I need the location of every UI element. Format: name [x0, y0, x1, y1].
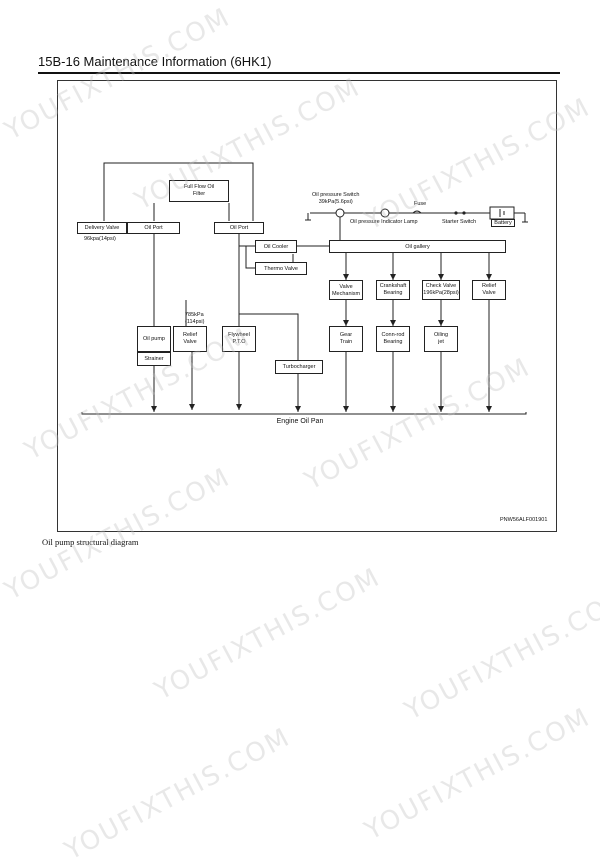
fuse-label: Fuse: [414, 201, 427, 207]
gear-train-box: Gear Train: [329, 326, 363, 352]
figure-code: PNW56ALF001901: [500, 517, 548, 523]
oil-pump-box: Oil pump: [137, 326, 171, 352]
oil-pressure-indicator-lamp-label: Oil pressure Indicator Lamp: [350, 219, 418, 225]
delivery-valve-pressure: 96kpa(14psi): [84, 236, 116, 242]
relief-valve-right-box: Relief Valve: [472, 280, 506, 300]
fuse-icon: [412, 210, 422, 214]
oil-port-right-box: Oil Port: [214, 222, 264, 234]
delivery-valve-box: Delivery Valve: [77, 222, 127, 234]
battery-icon: [489, 206, 515, 220]
oil-gallery-box: Oil gallery: [329, 240, 506, 253]
indicator-lamp-icon: [380, 208, 390, 218]
oil-pressure-switch-label: Oil pressure Switch 39kPa(5.6psi): [312, 192, 360, 205]
oil-circuit-diagram: [81, 162, 528, 415]
oiling-jet-box: Oiling jet: [424, 326, 458, 352]
valve-mechanism-box: Valve Mechanism: [329, 280, 363, 300]
check-valve-box: Check Valve 196kPa(28psi): [422, 280, 460, 300]
flywheel-pto-box: Flywheel P.T.O: [222, 326, 256, 352]
page-header: 15B-16 Maintenance Information (6HK1): [38, 54, 560, 74]
crankshaft-bearing-box: Crankshaft Bearing: [376, 280, 410, 300]
relief-valve-left-box: Relief Valve: [173, 326, 207, 352]
figure-caption: Oil pump structural diagram: [42, 537, 139, 547]
full-flow-oil-filter-box: Full Flow Oil Filter: [169, 180, 229, 202]
page-header-text: 15B-16 Maintenance Information (6HK1): [38, 54, 272, 69]
filter-loop-line: [103, 162, 254, 221]
diagram-frame: [57, 80, 557, 532]
pressure-switch-icon: [335, 208, 345, 218]
thermo-valve-box: Thermo Valve: [255, 262, 307, 275]
strainer-box: Strainer: [137, 352, 171, 366]
starter-switch-label: Starter Switch: [442, 219, 477, 225]
conn-rod-bearing-box: Conn-rod Bearing: [376, 326, 410, 352]
oil-cooler-box: Oil Cooler: [255, 240, 297, 253]
battery-label: Battery: [491, 219, 515, 227]
turbocharger-box: Turbocharger: [275, 360, 323, 374]
engine-oil-pan-label: Engine Oil Pan: [276, 418, 324, 425]
starter-switch-icon: [454, 211, 458, 215]
oil-port-left-box: Oil Port: [127, 222, 180, 234]
relief-valve-pressure-label: 785kPa (114psi): [185, 312, 205, 325]
